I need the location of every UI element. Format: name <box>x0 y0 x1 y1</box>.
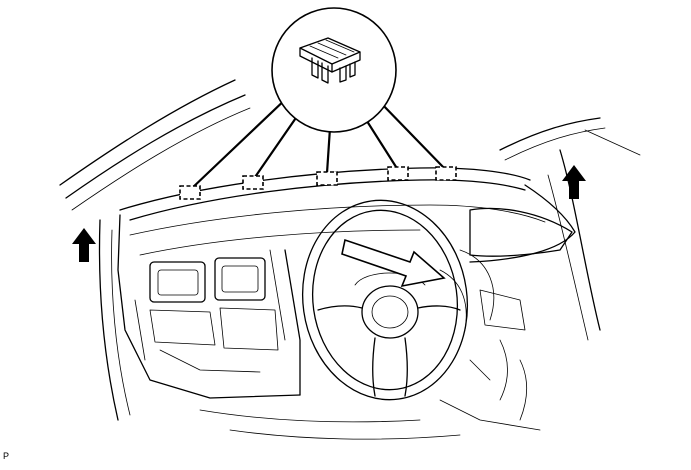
clip-marker <box>316 171 338 186</box>
clip-locations <box>179 166 457 200</box>
right-a-pillar <box>499 117 641 341</box>
clip-marker <box>435 166 457 181</box>
callout-leader-lines <box>188 93 448 192</box>
lift-arrow-right <box>562 165 586 199</box>
dashboard-body <box>117 184 576 401</box>
clip-detail-callout <box>271 7 397 133</box>
lift-arrow-left <box>72 228 96 262</box>
clip-marker <box>387 166 409 181</box>
clip-marker <box>179 185 201 200</box>
steering-wheel <box>301 199 469 401</box>
left-a-pillar <box>59 79 251 421</box>
floor-lines <box>199 359 541 440</box>
clip-detail-icon <box>299 37 361 84</box>
pull-direction-arrow <box>341 238 446 288</box>
figure-code-label: P <box>3 451 10 461</box>
clip-marker <box>242 175 264 190</box>
